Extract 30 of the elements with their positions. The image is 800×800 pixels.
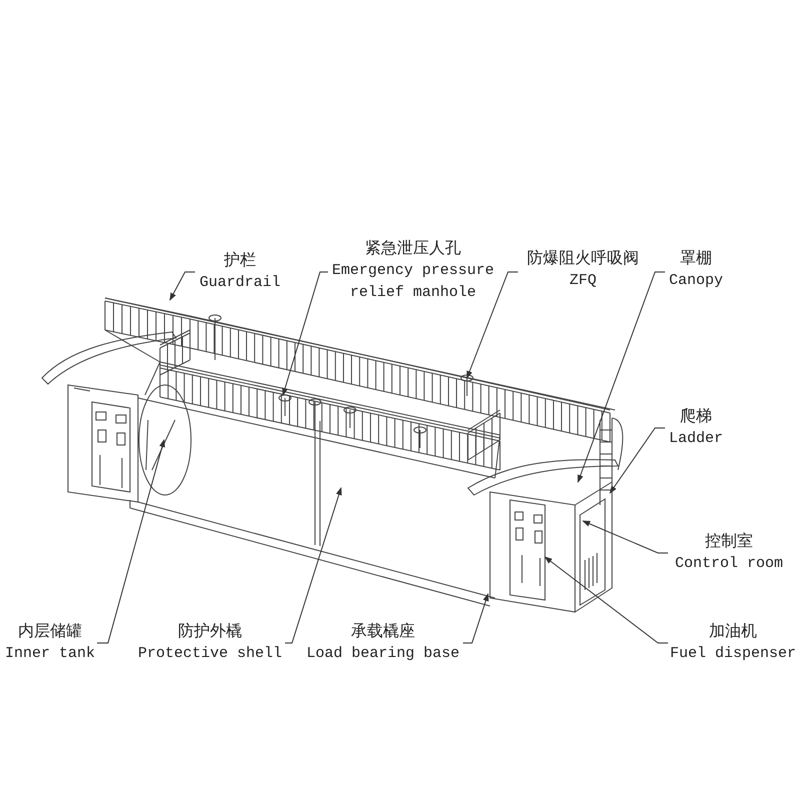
chinese-label: 防护外橇 [177, 622, 243, 642]
chinese-label: 承载橇座 [350, 622, 416, 642]
leader-line [609, 428, 666, 494]
english-label: Protective shell [136, 644, 284, 664]
chinese-label: 爬梯 [679, 407, 713, 427]
english-label: Canopy [668, 271, 724, 291]
leader-line [96, 439, 166, 644]
leader-line [582, 520, 668, 554]
chinese-label: 紧急泄压人孔 [364, 238, 462, 259]
leader-line [578, 272, 666, 483]
english-label: Ladder [668, 429, 724, 449]
chinese-label: 护栏 [223, 250, 257, 271]
leader-line [466, 272, 518, 379]
leader-line [284, 487, 342, 644]
english-label: Fuel dispenser [668, 644, 798, 664]
english-label: Guardrail [198, 273, 282, 293]
leader-line [544, 556, 668, 644]
english-label: Control room [674, 554, 784, 574]
english-label: ZFQ [568, 271, 598, 291]
leader-line [462, 593, 489, 644]
english-label: Emergency pressure relief manhole [330, 261, 496, 303]
chinese-label: 防爆阻火呼吸阀 [526, 248, 640, 269]
chinese-label: 内层储罐 [17, 622, 83, 642]
english-label: Inner tank [4, 644, 96, 664]
chinese-label: 加油机 [708, 622, 758, 642]
chinese-label: 罩棚 [679, 249, 713, 269]
english-label: Load bearing base [305, 644, 461, 664]
leader-line [170, 272, 196, 301]
leader-line [282, 272, 328, 396]
chinese-label: 控制室 [704, 532, 754, 552]
